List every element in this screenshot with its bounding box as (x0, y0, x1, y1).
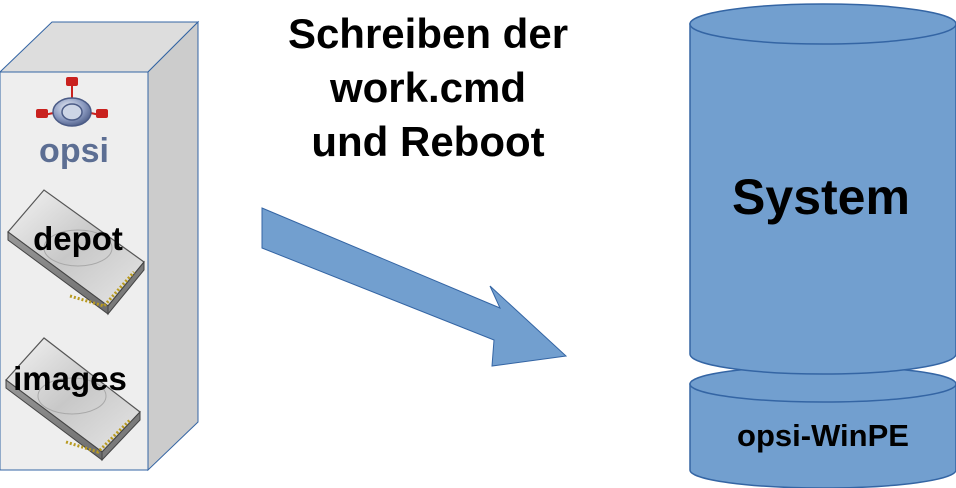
action-line-3: und Reboot (311, 118, 544, 165)
flow-arrow (261, 207, 568, 367)
winpe-label: opsi-WinPE (737, 418, 909, 453)
opsi-logo: opsi (36, 77, 109, 170)
partition-system: System (689, 3, 956, 375)
action-line-2: work.cmd (329, 64, 526, 111)
disk-label-depot: depot (33, 220, 123, 257)
disk-label-images: images (13, 360, 127, 397)
system-label: System (732, 169, 910, 225)
disk-depot: depot (7, 189, 145, 316)
logo-network-icon (36, 77, 108, 127)
system-cylinder-body (689, 23, 956, 375)
hard-drive-icon (7, 189, 145, 316)
action-line-1: Schreiben der (288, 10, 568, 57)
action-caption: Schreiben der work.cmd und Reboot (288, 10, 568, 165)
hard-drive-icon (5, 337, 141, 462)
logo-text: opsi (39, 132, 109, 170)
tower-side-face (147, 20, 199, 472)
partition-winpe: opsi-WinPE (689, 365, 956, 488)
system-cylinder-top (689, 3, 956, 45)
disk-images: images (5, 337, 141, 462)
